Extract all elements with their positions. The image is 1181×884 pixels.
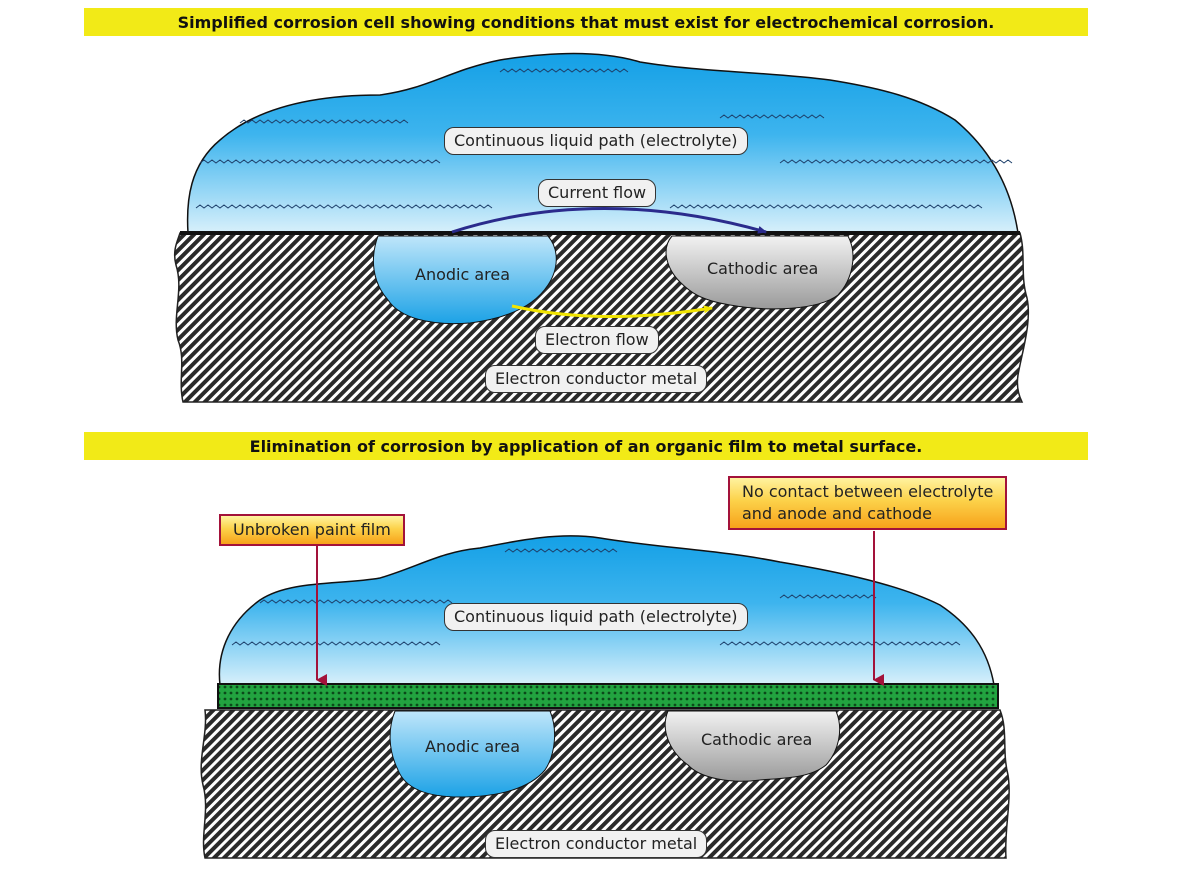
metal-label-bottom: Electron conductor metal xyxy=(485,830,708,858)
cathodic-area xyxy=(665,235,854,310)
electron-flow-arrow xyxy=(511,304,713,319)
electrolyte-label: Continuous liquid path (electrolyte) xyxy=(444,127,748,155)
cathodic-area-label: Cathodic area xyxy=(707,259,819,278)
anodic-area-bottom xyxy=(389,710,556,798)
cathodic-area-label-bottom: Cathodic area xyxy=(701,730,813,749)
current-flow-label: Current flow xyxy=(538,179,657,207)
wave-texture xyxy=(195,68,1013,209)
no-contact-callout: No contact between electrolyte and anode… xyxy=(728,476,1008,530)
wave-texture-bottom xyxy=(231,548,961,646)
bottom-banner: Elimination of corrosion by application … xyxy=(84,432,1088,460)
no-contact-callout-line1: No contact between electrolyte xyxy=(742,482,994,501)
top-banner: Simplified corrosion cell showing condit… xyxy=(84,8,1088,36)
cathodic-area-bottom xyxy=(664,710,841,782)
current-flow-arrow xyxy=(451,207,767,234)
paint-film-callout: Unbroken paint film xyxy=(219,514,405,546)
anodic-area-label: Anodic area xyxy=(415,265,511,284)
electron-flow-label: Electron flow xyxy=(535,326,659,354)
paint-film xyxy=(217,683,999,709)
metal-label: Electron conductor metal xyxy=(485,365,708,393)
anodic-area xyxy=(372,235,557,325)
electrolyte-label-bottom: Continuous liquid path (electrolyte) xyxy=(444,603,748,631)
no-contact-callout-line2: and anode and cathode xyxy=(742,504,932,523)
anodic-area-label-bottom: Anodic area xyxy=(425,737,521,756)
